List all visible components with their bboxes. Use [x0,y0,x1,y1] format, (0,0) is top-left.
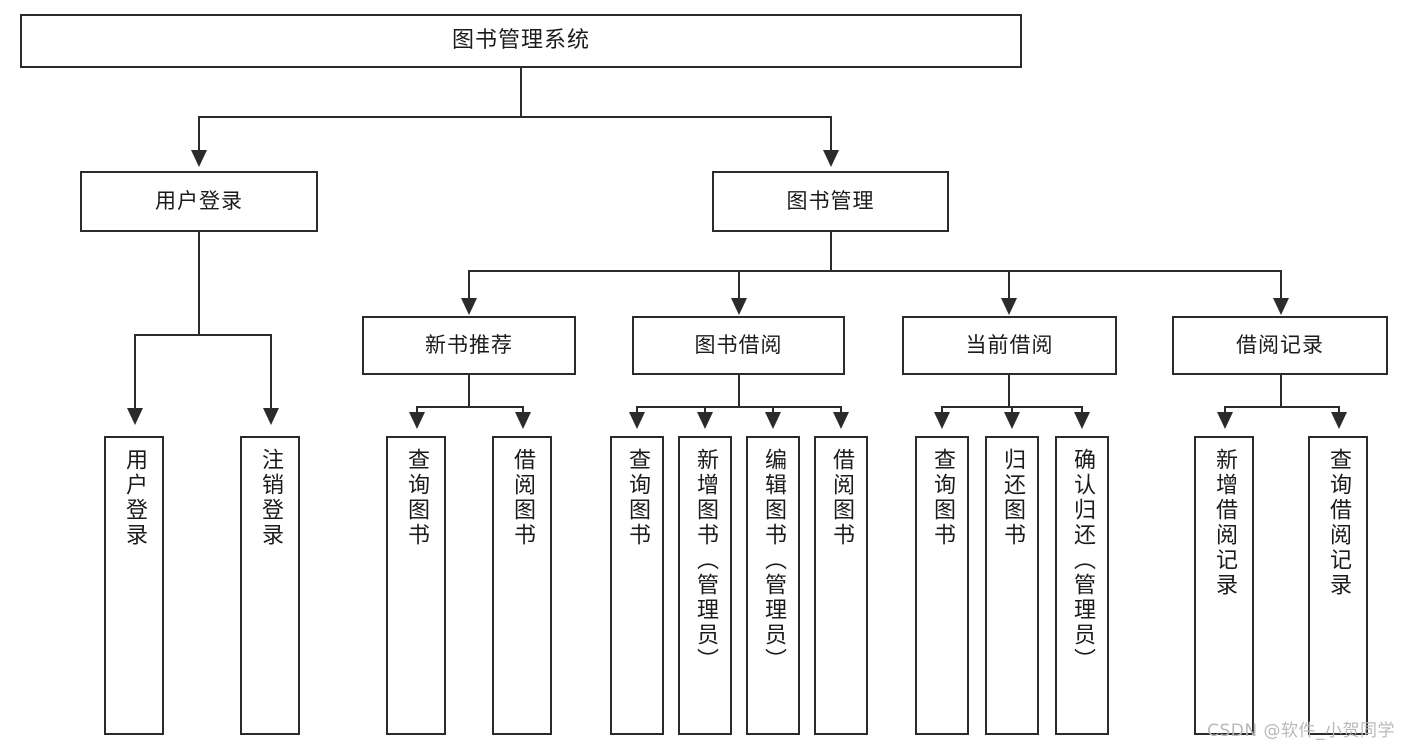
leaf-bb-query-book[interactable]: 查询图书 [610,436,664,735]
leaf-cb-return-book[interactable]: 归还图书 [985,436,1039,735]
node-label: 借阅图书 [510,448,535,548]
connector-user-login-child-1 [134,334,136,410]
node-root-book-management-system[interactable]: 图书管理系统 [20,14,1022,68]
connector-nbr-stem [468,375,470,408]
arrow-bb-child-4 [833,412,849,429]
connector-bb-child-2 [704,406,706,414]
connector-bb-bar [636,406,840,408]
connector-user-login-stem [198,232,200,334]
node-new-book-recommend[interactable]: 新书推荐 [362,316,576,375]
arrow-book-borrow [731,298,747,315]
node-label: 图书管理 [786,189,875,214]
node-label: 图书借阅 [694,333,783,358]
connector-root-to-user-login [198,116,200,152]
connector-br-child-1 [1224,406,1226,414]
connector-bb-stem [738,375,740,408]
arrow-bb-child-1 [629,412,645,429]
arrow-user-login-child-2 [263,408,279,425]
connector-bb-child-3 [772,406,774,414]
node-label: 查询图书 [625,448,650,548]
node-label: 用户登录 [122,448,147,548]
connector-user-login-child-2 [270,334,272,410]
node-label: 新增图书（管理员） [693,448,718,673]
leaf-nbr-borrow-book[interactable]: 借阅图书 [492,436,552,735]
connector-bm-child-2 [738,270,740,300]
connector-bb-child-1 [636,406,638,414]
arrow-br-child-1 [1217,412,1233,429]
connector-cb-child-1 [941,406,943,414]
node-label: 图书管理系统 [451,28,590,54]
arrow-current-borrow [1001,298,1017,315]
leaf-bb-add-book-admin[interactable]: 新增图书（管理员） [678,436,732,735]
node-label: 借阅图书 [829,448,854,548]
arrow-bb-child-3 [765,412,781,429]
node-label: 查询图书 [404,448,429,548]
arrow-to-book-management [823,150,839,167]
connector-br-child-2 [1338,406,1340,414]
connector-bm-child-4 [1280,270,1282,300]
arrow-cb-child-3 [1074,412,1090,429]
leaf-bb-edit-book-admin[interactable]: 编辑图书（管理员） [746,436,800,735]
connector-book-management-bar [468,270,1282,272]
connector-book-management-stem [830,232,832,272]
node-label: 确认归还（管理员） [1070,448,1095,673]
node-label: 归还图书 [1000,448,1025,548]
node-book-management[interactable]: 图书管理 [712,171,949,232]
leaf-logout[interactable]: 注销登录 [240,436,300,735]
leaf-cb-confirm-return-admin[interactable]: 确认归还（管理员） [1055,436,1109,735]
connector-nbr-bar [416,406,522,408]
node-label: 查询图书 [930,448,955,548]
connector-root-stem [520,68,522,116]
arrow-cb-child-1 [934,412,950,429]
connector-cb-child-2 [1011,406,1013,414]
connector-br-bar [1224,406,1338,408]
connector-user-login-bar [134,334,270,336]
node-label: 用户登录 [155,189,243,214]
leaf-br-add-record[interactable]: 新增借阅记录 [1194,436,1254,735]
node-book-borrow[interactable]: 图书借阅 [632,316,845,375]
arrow-new-book-recommend [461,298,477,315]
leaf-user-login[interactable]: 用户登录 [104,436,164,735]
node-borrow-record[interactable]: 借阅记录 [1172,316,1388,375]
leaf-br-query-record[interactable]: 查询借阅记录 [1308,436,1368,735]
leaf-bb-borrow-book[interactable]: 借阅图书 [814,436,868,735]
node-label: 当前借阅 [965,333,1054,358]
arrow-nbr-child-2 [515,412,531,429]
leaf-cb-query-book[interactable]: 查询图书 [915,436,969,735]
connector-root-bar [198,116,832,118]
node-user-login[interactable]: 用户登录 [80,171,318,232]
connector-bb-child-4 [840,406,842,414]
leaf-nbr-query-book[interactable]: 查询图书 [386,436,446,735]
arrow-nbr-child-1 [409,412,425,429]
connector-nbr-child-1 [416,406,418,414]
arrow-br-child-2 [1331,412,1347,429]
arrow-user-login-child-1 [127,408,143,425]
node-label: 注销登录 [258,448,283,548]
connector-cb-stem [1008,375,1010,408]
connector-cb-child-3 [1081,406,1083,414]
connector-root-to-book-management [830,116,832,152]
arrow-to-user-login [191,150,207,167]
arrow-bb-child-2 [697,412,713,429]
connector-bm-child-1 [468,270,470,300]
node-label: 新增借阅记录 [1212,448,1237,598]
arrow-borrow-record [1273,298,1289,315]
arrow-cb-child-2 [1004,412,1020,429]
connector-bm-child-3 [1008,270,1010,300]
connector-br-stem [1280,375,1282,408]
node-label: 新书推荐 [425,333,513,358]
node-label: 借阅记录 [1236,333,1324,358]
node-label: 查询借阅记录 [1326,448,1351,598]
node-label: 编辑图书（管理员） [761,448,786,673]
node-current-borrow[interactable]: 当前借阅 [902,316,1117,375]
connector-nbr-child-2 [522,406,524,414]
csdn-watermark: CSDN @软件_小贺同学 [1207,721,1395,741]
